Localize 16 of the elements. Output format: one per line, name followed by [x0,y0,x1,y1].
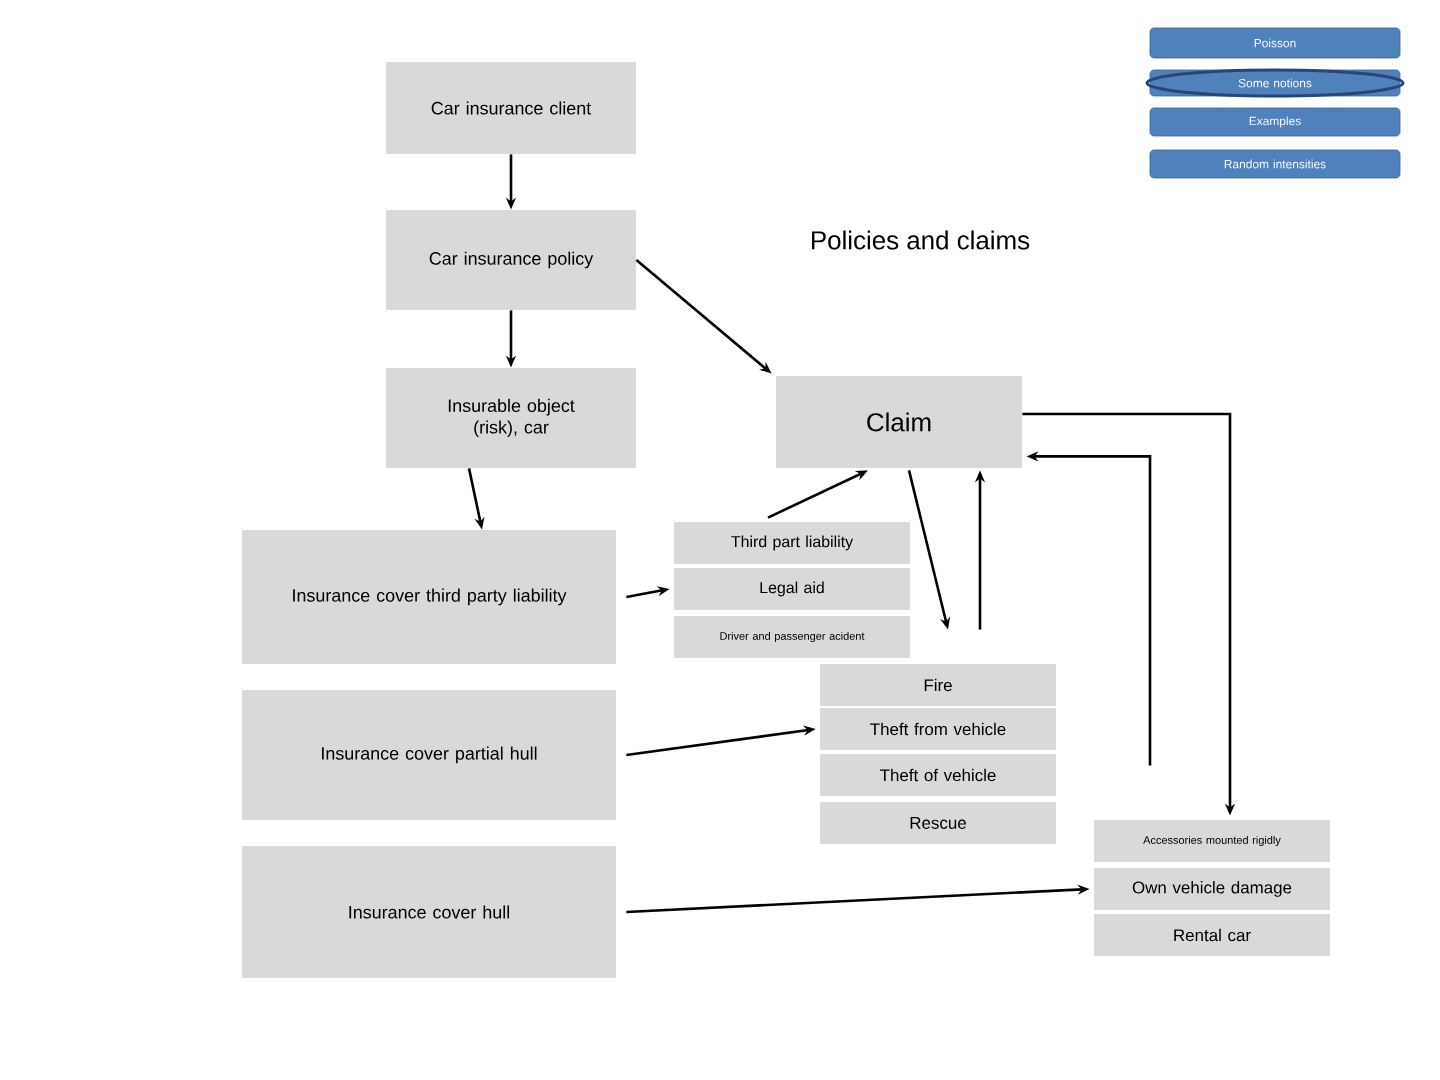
process-box: Insurance cover third party liability [242,530,616,664]
process-box: Car insurance client [386,62,636,154]
title: Policies and claims [812,230,1030,250]
process-box: Theft of vehicle [820,754,1056,796]
process-box: Insurance cover hull [242,846,616,978]
node-label: Fire [924,678,952,692]
node-label: Theft from vehicle [870,722,1006,736]
process-box: Insurable object (risk), car [386,368,636,468]
process-box: Fire [820,664,1056,706]
process-box: Insurance cover partial hull [242,690,616,820]
process-box: Own vehicle damage [1094,868,1330,910]
process-box: Car insurance policy [386,210,636,310]
process-box: Claim [776,376,1022,468]
process-box: Theft from vehicle [820,708,1056,750]
process-box: Rental car [1094,914,1330,956]
process-box: Rescue [820,802,1056,844]
